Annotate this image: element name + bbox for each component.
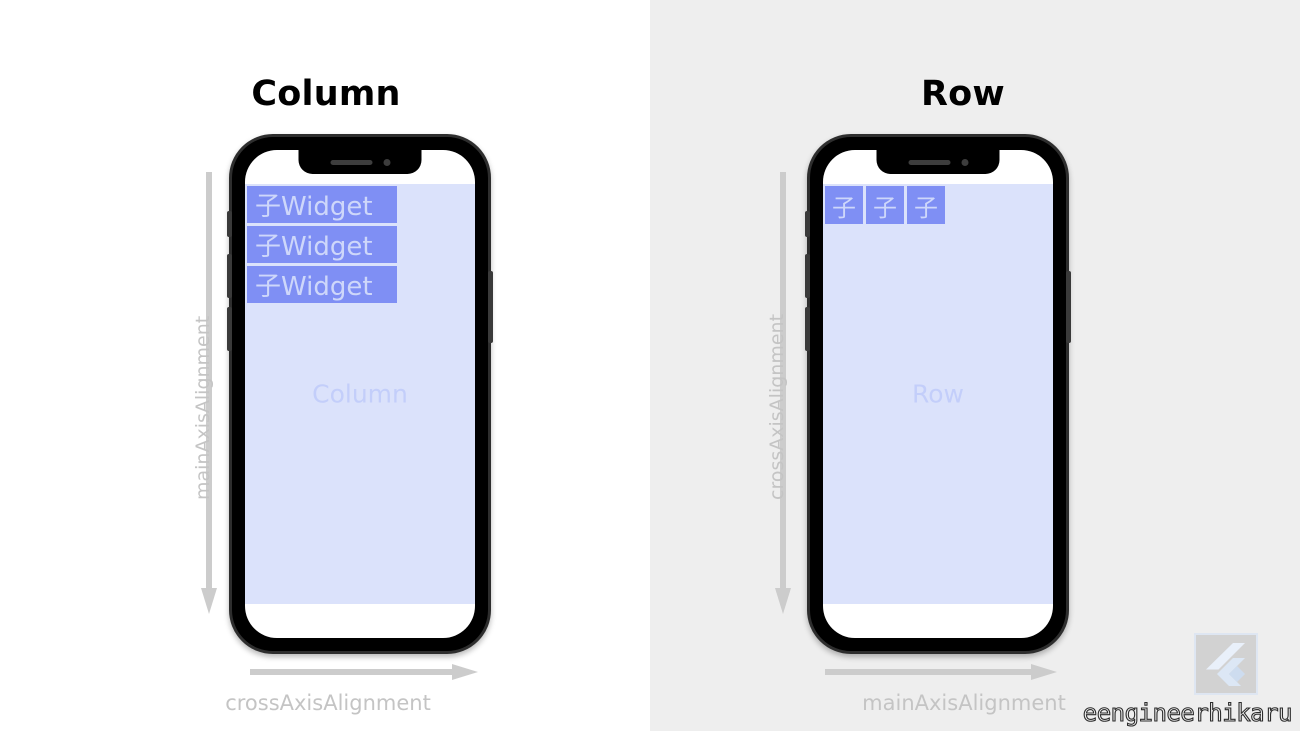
phone-power-button [488,271,493,343]
front-camera-icon [961,158,968,166]
phone-volume-up-button [227,254,232,298]
child-widget: 子Widget [247,266,397,303]
child-widget: 子 [907,186,945,224]
horizontal-axis-arrow-row [825,660,1057,690]
vertical-axis-label-row: crossAxisAlignment [766,313,788,500]
phone-screen-row: Row 子 子 子 [823,150,1053,638]
arrow-head-right-icon [452,664,478,680]
child-widget-stack-column: 子Widget 子Widget 子Widget [245,184,397,303]
phone-volume-down-button [227,307,232,351]
app-surface-label-column: Column [312,379,408,409]
arrow-head-down-icon [201,588,217,614]
arrow-shaft [206,172,212,594]
phone-screen-column: Column 子Widget 子Widget 子Widget [245,150,475,638]
arrow-head-right-icon [1031,664,1057,680]
horizontal-axis-label-column: crossAxisAlignment [225,691,431,715]
panel-column: Column mainAxisAlignment Column 子Wi [192,74,493,715]
arrow-shaft [250,669,460,675]
phone-mute-switch [227,211,232,237]
phone-volume-up-button [805,254,810,298]
child-widget: 子Widget [247,226,397,263]
brand-watermark: eengineerhikaru [1082,699,1293,727]
phone-mockup-column: Column 子Widget 子Widget 子Widget [227,134,493,654]
child-widget-stack-row: 子 子 子 [823,184,945,224]
flutter-logo-icon [1194,633,1258,695]
vertical-axis-label-column: mainAxisAlignment [192,315,214,500]
panel-title-row: Row [921,74,1005,114]
vertical-axis-arrow-row [775,172,791,622]
horizontal-axis-label-row: mainAxisAlignment [862,691,1066,715]
arrow-head-down-icon [775,588,791,614]
panel-row: Row crossAxisAlignment Row 子 子 [650,0,1300,731]
arrow-shaft [825,669,1039,675]
horizontal-axis-arrow-column [250,660,478,690]
phone-notch [298,150,422,174]
speaker-grill-icon [330,159,372,165]
phone-power-button [1066,271,1071,343]
speaker-grill-icon [908,159,950,165]
app-surface-row: Row 子 子 子 [823,184,1053,604]
panel-title-column: Column [251,74,401,114]
front-camera-icon [383,158,390,166]
phone-mute-switch [805,211,810,237]
app-surface-label-row: Row [912,379,964,409]
phone-volume-down-button [805,307,810,351]
vertical-axis-arrow-column [201,172,217,622]
phone-mockup-row: Row 子 子 子 [805,134,1071,654]
arrow-shaft [780,172,786,594]
child-widget: 子 [866,186,904,224]
child-widget: 子 [825,186,863,224]
child-widget: 子Widget [247,186,397,223]
phone-notch [876,150,1000,174]
app-surface-column: Column 子Widget 子Widget 子Widget [245,184,475,604]
brand-name-text: eengineerhikaru [1082,699,1293,727]
